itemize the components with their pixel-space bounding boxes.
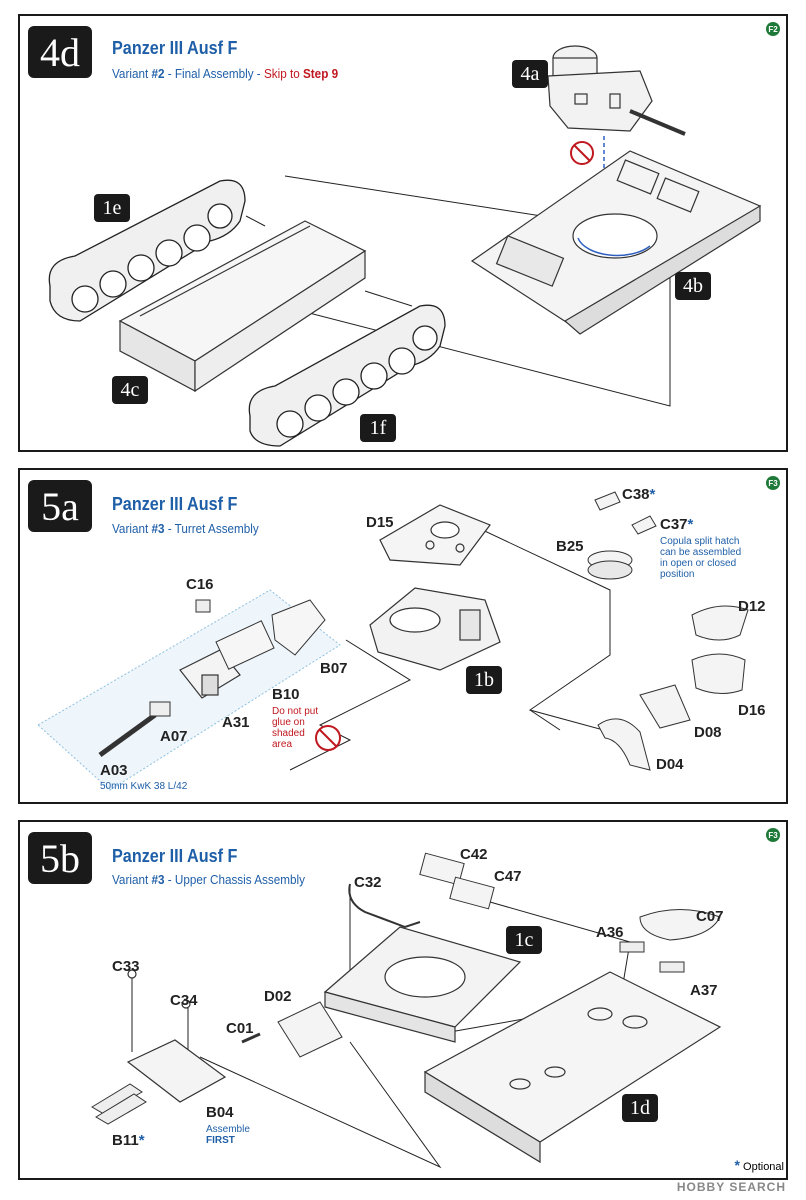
ref-badge-1c: 1c bbox=[506, 926, 542, 954]
step-title: Panzer III Ausf F bbox=[112, 38, 238, 58]
step-panel-4d: 4d F2 Panzer III Ausf F Variant #2 - Fin… bbox=[18, 14, 788, 452]
assembly-diagram bbox=[91, 852, 722, 1169]
step-subtitle: Variant #2 - Final Assembly - Skip to St… bbox=[112, 66, 339, 81]
watermark: HOBBY SEARCH bbox=[676, 1180, 786, 1194]
ref-badge-4c: 4c bbox=[112, 376, 148, 404]
step-title: Panzer III Ausf F bbox=[112, 494, 238, 514]
ref-badge-4b: 4b bbox=[675, 272, 711, 300]
part-label-d08: D08 bbox=[694, 724, 722, 741]
part-label-b10: B10 bbox=[272, 686, 300, 703]
page-indicator: F3 bbox=[766, 476, 780, 490]
part-label-c01: C01 bbox=[226, 1020, 254, 1037]
part-label-a31: A31 bbox=[222, 714, 250, 731]
step-subtitle: Variant #3 - Turret Assembly bbox=[112, 521, 259, 536]
part-label-c37: C37* bbox=[660, 516, 694, 533]
step-panel-5a: 5a F3 Panzer III Ausf F Variant #3 - Tur… bbox=[18, 468, 788, 804]
step-subtitle: Variant #3 - Upper Chassis Assembly bbox=[112, 872, 305, 887]
part-label-c42: C42 bbox=[460, 846, 488, 863]
ref-badge-1d: 1d bbox=[622, 1094, 658, 1122]
part-label-c38: C38* bbox=[622, 486, 656, 503]
part-label-b11: B11* bbox=[112, 1132, 145, 1149]
part-label-a36: A36 bbox=[596, 924, 624, 941]
part-label-b07: B07 bbox=[320, 660, 348, 677]
page-indicator: F2 bbox=[766, 22, 780, 36]
part-label-d04: D04 bbox=[656, 756, 684, 773]
step-badge: 4d bbox=[28, 26, 92, 78]
part-label-c33: C33 bbox=[112, 958, 140, 975]
part-label-a03: A03 bbox=[100, 762, 128, 779]
gun-note: 50mm KwK 38 L/42 bbox=[100, 781, 188, 792]
part-label-c34: C34 bbox=[170, 992, 198, 1009]
part-label-b04: B04 bbox=[206, 1104, 234, 1121]
part-label-c32: C32 bbox=[354, 874, 382, 891]
ref-badge-4a: 4a bbox=[512, 60, 548, 88]
part-label-d12: D12 bbox=[738, 598, 766, 615]
step-panel-5b: 5b F3 Panzer III Ausf F Variant #3 - Upp… bbox=[18, 820, 788, 1180]
ref-badge-1f: 1f bbox=[360, 414, 396, 442]
part-label-d16: D16 bbox=[738, 702, 766, 719]
optional-legend: * Optional bbox=[734, 1157, 785, 1173]
part-label-d15: D15 bbox=[366, 514, 394, 531]
part-label-c07: C07 bbox=[696, 908, 724, 925]
part-label-a37: A37 bbox=[690, 982, 718, 999]
step-badge: 5b bbox=[28, 832, 92, 884]
ref-badge-1e: 1e bbox=[94, 194, 130, 222]
page-indicator: F3 bbox=[766, 828, 780, 842]
part-label-a07: A07 bbox=[160, 728, 188, 745]
step-title: Panzer III Ausf F bbox=[112, 846, 238, 866]
part-label-c16: C16 bbox=[186, 576, 214, 593]
assembly-diagram bbox=[48, 45, 762, 447]
step-badge: 5a bbox=[28, 480, 92, 532]
part-label-c47: C47 bbox=[494, 868, 522, 885]
assembly-diagram bbox=[37, 491, 749, 791]
ref-badge-1b: 1b bbox=[466, 666, 502, 694]
part-label-b25: B25 bbox=[556, 538, 584, 555]
part-label-d02: D02 bbox=[264, 988, 292, 1005]
